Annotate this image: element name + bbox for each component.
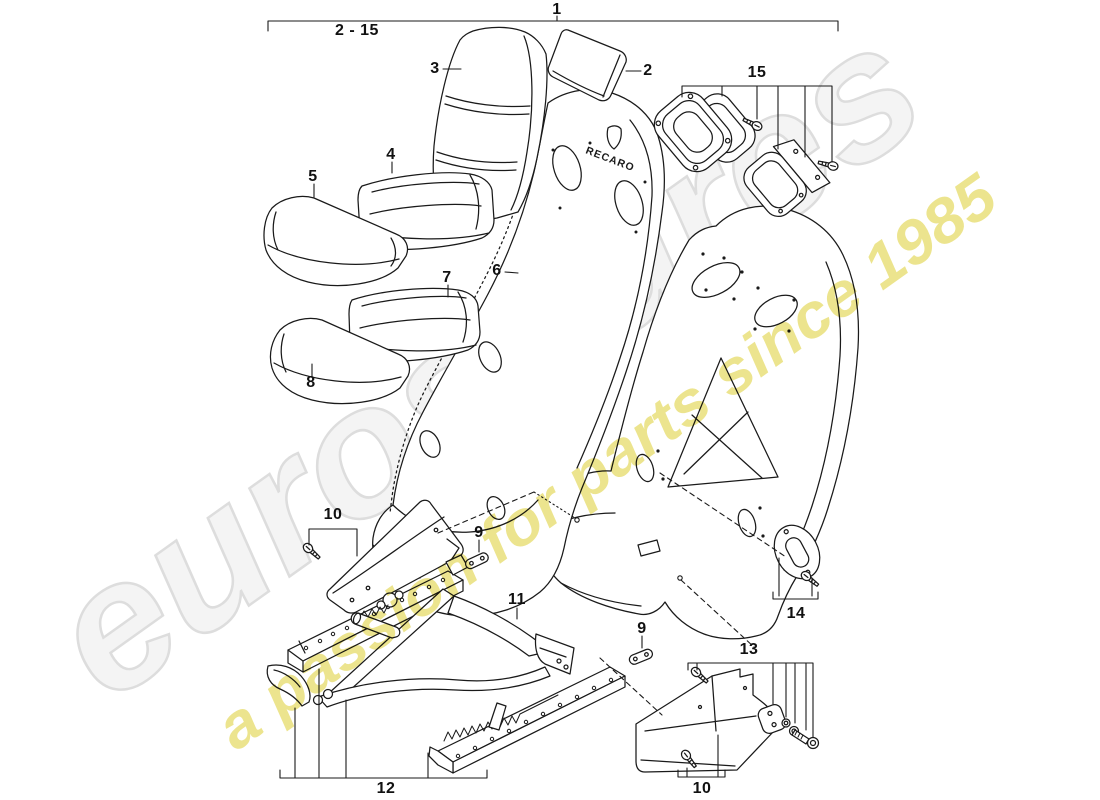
seat-shell-front: RECARO (372, 88, 665, 617)
headrest-pad (547, 29, 627, 102)
backrest-pad (432, 26, 548, 221)
spacer-link-right (628, 648, 654, 665)
bolt-icon (791, 729, 820, 750)
rail-spring (443, 694, 559, 742)
seat-cushion-4 (357, 172, 495, 251)
seat-rail-right (428, 666, 626, 774)
porsche-crest-icon (606, 125, 622, 150)
cover-panel-right (635, 668, 820, 773)
callout-brackets (267, 15, 839, 779)
spacer-link-left (464, 552, 489, 570)
seat-subframe (312, 588, 575, 708)
seat-cushion-8 (269, 317, 411, 405)
backrest-mounting-brackets (653, 91, 840, 217)
nut-icon (781, 718, 791, 728)
seat-cross-brace (667, 357, 779, 488)
adapter-plate (773, 524, 822, 590)
rail-end-trim (266, 664, 311, 707)
screw-icon (688, 664, 711, 686)
seat-cushion-5 (263, 195, 409, 287)
cover-panel-left (326, 499, 464, 614)
